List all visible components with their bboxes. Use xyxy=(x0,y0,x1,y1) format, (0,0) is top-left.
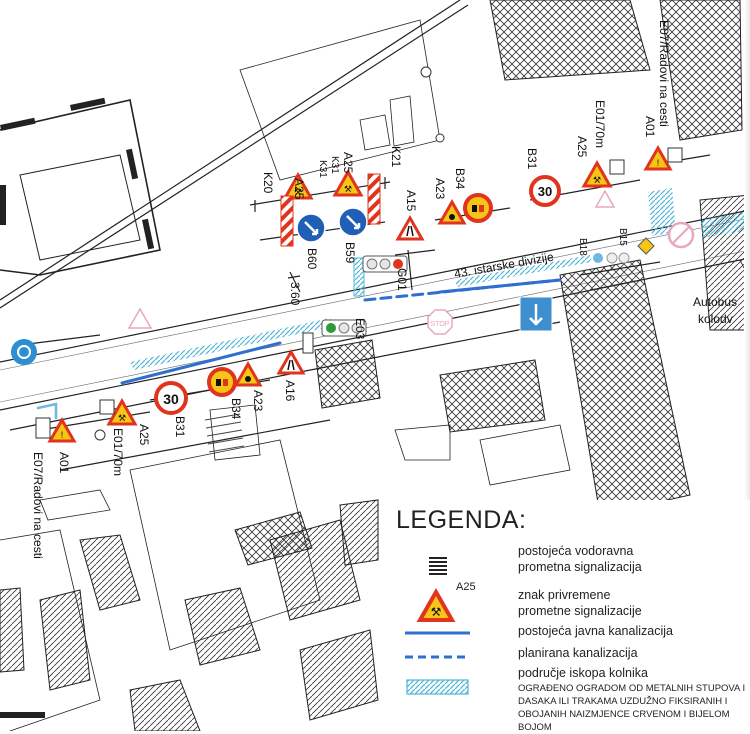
svg-text:⚒: ⚒ xyxy=(344,185,352,195)
label-a25-bottom: A25 xyxy=(137,424,151,446)
a15-sign xyxy=(395,214,425,241)
legend-panel: LEGENDA: postojeća vodoravna prometna si… xyxy=(380,500,750,733)
label-a23-top: A23 xyxy=(433,178,447,200)
planned-sewer-icon xyxy=(405,655,470,659)
mandatory-signs xyxy=(11,207,695,365)
label-a23-bottom: A23 xyxy=(251,390,265,412)
label-k20: K20 xyxy=(261,172,275,194)
label-b15: B15 xyxy=(617,228,628,246)
label-k31-2: K31 xyxy=(329,156,340,174)
roundabout-sign xyxy=(11,339,37,365)
a25-sign-top-mid: ⚒ xyxy=(332,168,364,197)
label-k21: K21 xyxy=(389,146,403,168)
speed-30-top-label: 30 xyxy=(538,184,552,199)
label-a25-top-left: A25 xyxy=(292,178,306,200)
label-a16: A16 xyxy=(283,380,297,402)
label-g01: G01 xyxy=(395,268,409,291)
label-a01-top: A01 xyxy=(643,116,657,138)
scan-edge xyxy=(744,0,750,731)
label-e03: E03 xyxy=(353,318,367,340)
label-b34-top: B34 xyxy=(453,168,467,190)
a16-sign xyxy=(276,348,306,375)
manholes xyxy=(94,66,445,441)
stop-sign-label: STOP xyxy=(431,321,450,328)
b34-sign-bottom xyxy=(207,367,237,397)
legend-text-horizontal-2: prometna signalizacija xyxy=(518,560,642,574)
traffic-light-g01 xyxy=(362,255,408,273)
a23-sign-top xyxy=(437,198,467,225)
label-a15: A15 xyxy=(404,190,418,212)
svg-text:!: ! xyxy=(657,158,660,168)
sewer-lines xyxy=(36,278,562,420)
road-barriers xyxy=(280,173,381,247)
a23-sign-bottom xyxy=(233,360,263,387)
a25-warning-signs: ⚒ ⚒ ⚒ ! ⚒ ! xyxy=(47,144,673,443)
traffic-light-e03 xyxy=(321,319,367,337)
excavation-hatch-icon xyxy=(406,679,469,695)
label-e01-top: E01/70m xyxy=(593,100,607,148)
label-e07-bottom: E07/Radovi na cesti xyxy=(31,452,45,559)
legend-text-horizontal-1: postojeća vodoravna xyxy=(518,544,634,558)
stop-sign: STOP xyxy=(427,309,453,335)
svg-text:!: ! xyxy=(61,430,64,440)
outline-triangle-right xyxy=(594,189,616,208)
speed-limit-signs: 30 30 STOP xyxy=(154,175,561,415)
dimension-label: 3.60 xyxy=(288,282,302,306)
a25-sign-bottom: ⚒ xyxy=(106,397,138,426)
svg-text:⚒: ⚒ xyxy=(118,414,126,424)
legend-sign-code: A25 xyxy=(456,581,476,593)
b59-sign xyxy=(338,207,368,237)
label-a01-bottom: A01 xyxy=(57,452,71,474)
bus-station-label-1: Autobus xyxy=(693,295,737,309)
label-b31-top: B31 xyxy=(525,148,539,170)
a01-sign-bottom: ! xyxy=(47,416,77,443)
speed-30-top: 30 xyxy=(529,175,561,207)
a25-sign-top-right: ⚒ xyxy=(581,159,613,188)
supplementary-boards xyxy=(35,147,683,439)
speed-30-bottom: 30 xyxy=(154,381,188,415)
label-b59: B59 xyxy=(343,242,357,264)
svg-text:⚒: ⚒ xyxy=(294,188,302,198)
label-a25-top-right: A25 xyxy=(575,136,589,158)
one-way-sign xyxy=(519,296,553,332)
b60-sign xyxy=(296,213,326,243)
label-b31-bottom: B31 xyxy=(173,416,187,438)
a25-sign-top-left: ⚒ xyxy=(282,171,314,200)
building-corners xyxy=(0,97,155,718)
speed-30-bottom-label: 30 xyxy=(163,391,179,407)
legend-text-existing-sewer: postojeća javna kanalizacija xyxy=(518,624,673,638)
traffic-lights xyxy=(321,252,630,337)
label-b60: B60 xyxy=(305,248,319,270)
legend-text-temp-2: prometne signalizacije xyxy=(518,604,642,618)
no-u-turn-sign xyxy=(667,221,695,249)
map-labels: 43. istarske divizije Autobus kolodv 3.6… xyxy=(31,20,737,559)
label-k31-1: K31 xyxy=(317,160,328,178)
temp-sign-icon: ⚒ xyxy=(416,587,456,622)
legend-title: LEGENDA: xyxy=(396,506,527,534)
outline-triangle-left xyxy=(127,307,153,329)
b34-sign-top xyxy=(463,193,493,223)
bus-station-label-2: kolodv xyxy=(698,312,733,326)
legend-text-excavation: područje iskopa kolnika xyxy=(518,666,648,680)
svg-text:⚒: ⚒ xyxy=(593,176,601,186)
a01-sign-top-right: ! xyxy=(643,144,673,171)
svg-text:⚒: ⚒ xyxy=(431,605,442,619)
existing-sewer-icon xyxy=(405,631,470,635)
stairs xyxy=(204,413,245,453)
label-b34-bottom: B34 xyxy=(229,398,243,420)
excavation-area xyxy=(130,188,748,370)
legend-text-planned-sewer: planirana kanalizacija xyxy=(518,646,638,660)
legend-fence-note: ograđeno ogradom od metalnih stupova i d… xyxy=(518,683,746,733)
label-e07-top: E07/Radovi na cesti xyxy=(657,20,671,127)
label-e01-bottom: E01/70m xyxy=(111,428,125,476)
legend-text-temp-1: znak privremene xyxy=(518,588,611,602)
priority-sign xyxy=(637,237,655,255)
traffic-light-right xyxy=(593,252,630,264)
label-a25-top-mid: A25 xyxy=(341,152,355,174)
horizontal-signage-icon xyxy=(429,557,447,575)
label-b18: B18 xyxy=(577,238,588,256)
